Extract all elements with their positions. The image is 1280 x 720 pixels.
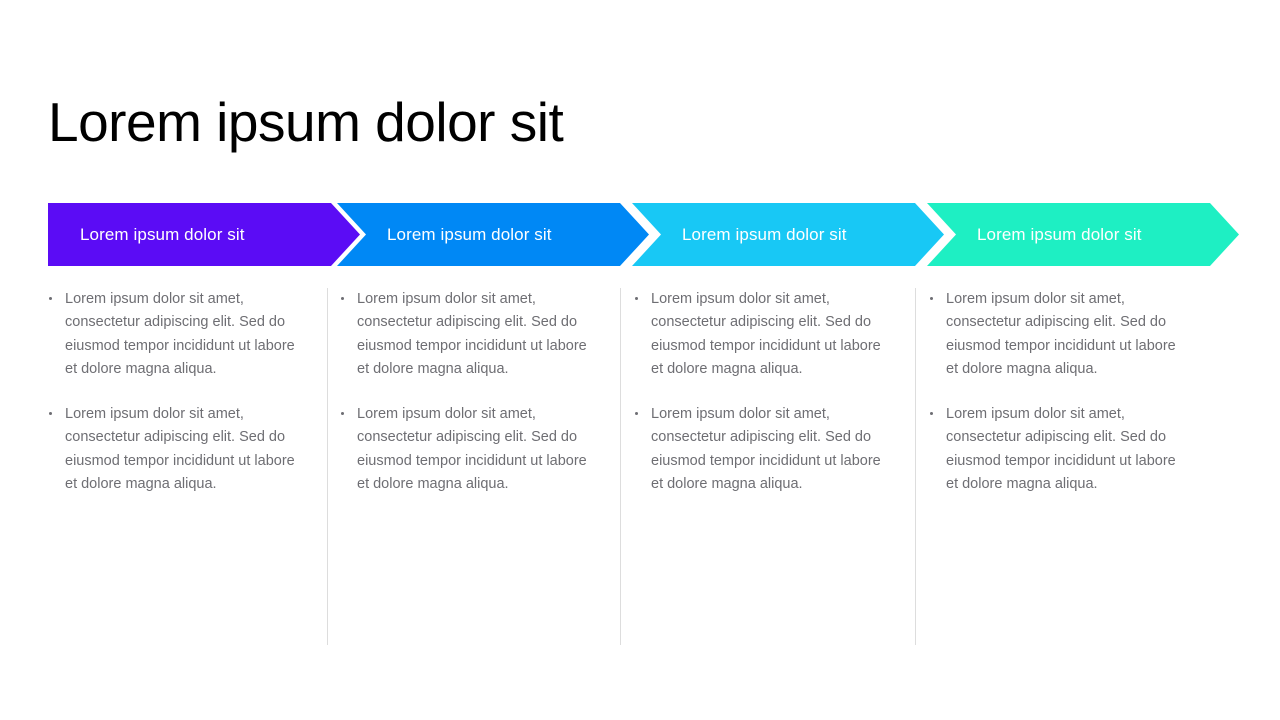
bullet-list-3: Lorem ipsum dolor sit amet, consectetur … (634, 288, 896, 496)
content-columns: Lorem ipsum dolor sit amet, consectetur … (0, 288, 1280, 648)
list-item-text: Lorem ipsum dolor sit amet, consectetur … (651, 291, 881, 377)
list-item: Lorem ipsum dolor sit amet, consectetur … (929, 288, 1191, 381)
list-item-text: Lorem ipsum dolor sit amet, consectetur … (65, 406, 295, 493)
list-item: Lorem ipsum dolor sit amet, consectetur … (634, 288, 896, 381)
bullet-dot-icon (49, 297, 52, 300)
list-item: Lorem ipsum dolor sit amet, consectetur … (340, 288, 602, 381)
bullet-dot-icon (341, 412, 344, 416)
bullet-dot-icon (341, 297, 344, 300)
list-item: Lorem ipsum dolor sit amet, consectetur … (340, 403, 602, 496)
column-divider-3 (915, 288, 916, 645)
content-column-3: Lorem ipsum dolor sit amet, consectetur … (634, 288, 896, 496)
list-item: Lorem ipsum dolor sit amet, consectetur … (48, 288, 310, 381)
list-item-text: Lorem ipsum dolor sit amet, consectetur … (651, 406, 881, 493)
bullet-dot-icon (635, 412, 638, 416)
chevron-step-2[interactable]: Lorem ipsum dolor sit (337, 203, 649, 266)
bullet-dot-icon (930, 412, 933, 416)
chevron-step-3-label: Lorem ipsum dolor sit (682, 225, 847, 244)
bullet-list-2: Lorem ipsum dolor sit amet, consectetur … (340, 288, 602, 496)
bullet-list-1: Lorem ipsum dolor sit amet, consectetur … (48, 288, 310, 496)
bullet-dot-icon (49, 412, 52, 416)
list-item: Lorem ipsum dolor sit amet, consectetur … (929, 403, 1191, 496)
list-item-text: Lorem ipsum dolor sit amet, consectetur … (946, 406, 1176, 493)
list-item: Lorem ipsum dolor sit amet, consectetur … (634, 403, 896, 496)
chevron-step-4[interactable]: Lorem ipsum dolor sit (927, 203, 1239, 266)
bullet-list-4: Lorem ipsum dolor sit amet, consectetur … (929, 288, 1191, 496)
content-column-4: Lorem ipsum dolor sit amet, consectetur … (929, 288, 1191, 496)
process-chevron-band: Lorem ipsum dolor sit Lorem ipsum dolor … (0, 203, 1280, 266)
bullet-dot-icon (930, 297, 933, 300)
chevron-step-4-label: Lorem ipsum dolor sit (977, 225, 1142, 244)
list-item-text: Lorem ipsum dolor sit amet, consectetur … (357, 406, 587, 493)
column-divider-1 (327, 288, 328, 645)
chevron-step-3[interactable]: Lorem ipsum dolor sit (632, 203, 944, 266)
content-column-2: Lorem ipsum dolor sit amet, consectetur … (340, 288, 602, 496)
list-item-text: Lorem ipsum dolor sit amet, consectetur … (65, 291, 295, 377)
list-item-text: Lorem ipsum dolor sit amet, consectetur … (946, 291, 1176, 377)
list-item: Lorem ipsum dolor sit amet, consectetur … (48, 403, 310, 496)
bullet-dot-icon (635, 297, 638, 300)
chevron-step-2-label: Lorem ipsum dolor sit (387, 225, 552, 244)
column-divider-2 (620, 288, 621, 645)
page-title: Lorem ipsum dolor sit (48, 90, 564, 153)
chevron-step-1[interactable]: Lorem ipsum dolor sit (48, 203, 360, 266)
content-column-1: Lorem ipsum dolor sit amet, consectetur … (48, 288, 310, 496)
list-item-text: Lorem ipsum dolor sit amet, consectetur … (357, 291, 587, 377)
chevron-step-1-label: Lorem ipsum dolor sit (80, 225, 245, 244)
